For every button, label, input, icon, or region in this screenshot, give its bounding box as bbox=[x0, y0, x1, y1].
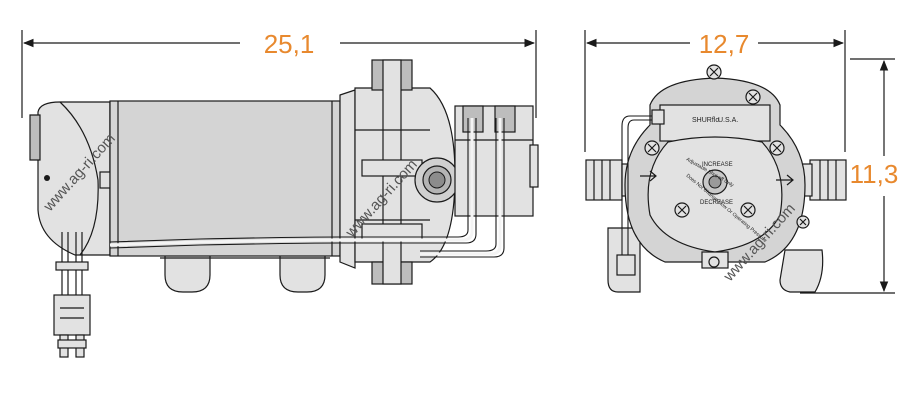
front-wires bbox=[616, 109, 665, 276]
origin-label: U.S.A. bbox=[718, 117, 738, 124]
length-value: 25,1 bbox=[264, 29, 315, 59]
motor-body bbox=[109, 100, 341, 257]
height-value: 11,3 bbox=[850, 159, 899, 189]
connector-plug bbox=[53, 294, 91, 358]
height-dimension: 11,3 bbox=[800, 58, 899, 294]
brand-label: SHURflo bbox=[692, 117, 719, 124]
increase-label: INCREASE bbox=[702, 162, 733, 168]
width-value: 12,7 bbox=[699, 29, 750, 59]
pump-side-view: www.ag-ri.com www.ag-ri.com bbox=[29, 59, 539, 358]
motor-feet bbox=[160, 254, 330, 293]
pressure-adjust-screw bbox=[702, 169, 728, 195]
housing-screws bbox=[644, 64, 810, 268]
pump-front-view: SHURflo U.S.A. INCREASE DECREASE Adjusta… bbox=[585, 64, 847, 293]
decrease-label: DECREASE bbox=[700, 200, 733, 206]
flow-arrows bbox=[640, 170, 794, 186]
switch-wires bbox=[109, 118, 505, 258]
power-leads bbox=[55, 232, 89, 295]
width-dimension: 12,7 bbox=[584, 29, 846, 152]
length-dimension: 25,1 bbox=[21, 29, 537, 118]
